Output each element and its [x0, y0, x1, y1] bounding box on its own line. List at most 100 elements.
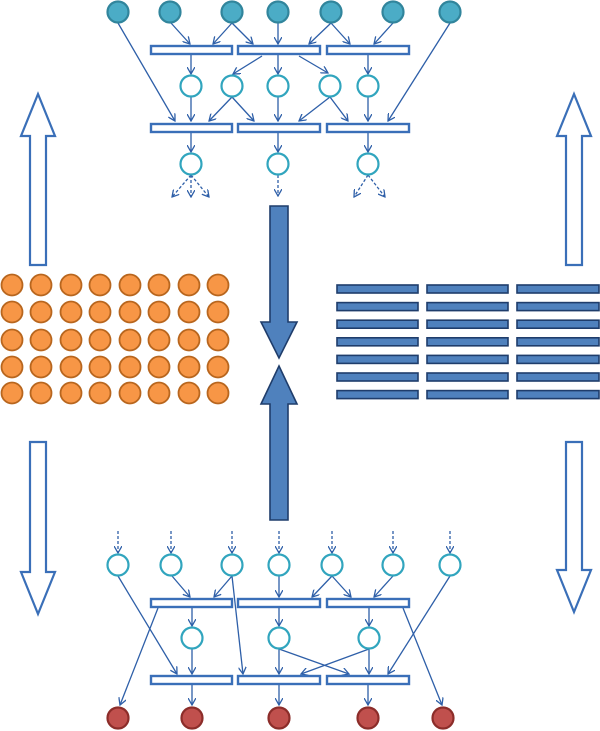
- edge: [402, 607, 442, 705]
- grid-node: [177, 300, 201, 324]
- block-bar: [516, 301, 600, 312]
- output-node: [179, 152, 203, 176]
- edge: [278, 648, 349, 674]
- output-node: [356, 706, 380, 730]
- aggregation-bar: [149, 674, 234, 686]
- grid-node: [29, 381, 53, 405]
- block-bar: [336, 389, 419, 400]
- grid-node: [29, 300, 53, 324]
- edge: [213, 22, 233, 44]
- hidden-node: [180, 626, 204, 650]
- hidden-node: [267, 626, 291, 650]
- grid-node: [206, 273, 230, 297]
- edge: [171, 575, 190, 597]
- hidden-node: [266, 74, 290, 98]
- hidden-node: [220, 553, 244, 577]
- edge: [330, 22, 350, 44]
- grid-node: [118, 300, 142, 324]
- aggregation-bar: [325, 122, 411, 134]
- block-bar: [516, 372, 600, 382]
- grid-node: [29, 273, 53, 297]
- grid-node: [88, 300, 112, 324]
- edge: [231, 22, 253, 44]
- center-down-arrow: [259, 205, 299, 360]
- block-bar: [336, 319, 419, 330]
- edge: [388, 22, 451, 121]
- aggregation-bar: [236, 122, 322, 134]
- edge: [231, 575, 243, 674]
- output-node: [431, 706, 455, 730]
- output-node: [180, 706, 204, 730]
- edge: [374, 22, 394, 44]
- grid-node: [59, 300, 83, 324]
- grid-node: [206, 381, 230, 405]
- grid-node: [0, 273, 24, 297]
- grid-node: [29, 355, 53, 379]
- grid-node: [177, 273, 201, 297]
- grid-node: [0, 381, 24, 405]
- grid-node: [118, 273, 142, 297]
- output-node: [356, 152, 380, 176]
- hidden-node: [318, 74, 342, 98]
- hidden-node: [159, 553, 183, 577]
- block-bar: [516, 284, 600, 294]
- grid-node: [206, 328, 230, 352]
- block-bar: [336, 301, 419, 312]
- edge: [329, 96, 348, 121]
- grid-node: [118, 328, 142, 352]
- edge: [117, 575, 177, 674]
- hidden-node: [381, 553, 405, 577]
- edge: [388, 575, 451, 674]
- grid-node: [88, 273, 112, 297]
- grid-node: [88, 328, 112, 352]
- aggregation-bar: [325, 674, 411, 686]
- edge: [120, 607, 159, 705]
- edge: [214, 575, 233, 597]
- input-node: [266, 0, 290, 24]
- hidden-node: [438, 553, 462, 577]
- edge: [309, 22, 332, 44]
- block-bar: [516, 354, 600, 365]
- block-bar: [516, 319, 600, 330]
- edge: [299, 96, 331, 121]
- dashed-edge: [190, 174, 209, 197]
- input-node: [220, 0, 244, 24]
- aggregation-bar: [149, 597, 234, 609]
- edge: [117, 22, 175, 121]
- block-bar: [426, 372, 509, 382]
- block-bar: [336, 372, 419, 382]
- block-bar: [426, 336, 509, 347]
- up-arrow-left: [19, 91, 57, 267]
- edge: [233, 55, 263, 74]
- dashed-edge: [354, 174, 369, 197]
- edge: [231, 96, 254, 121]
- center-up-arrow: [259, 364, 299, 521]
- down-arrow-right: [555, 440, 593, 615]
- grid-node: [0, 355, 24, 379]
- block-bar: [336, 354, 419, 365]
- dashed-edge: [172, 174, 192, 197]
- edge: [170, 22, 190, 44]
- aggregation-bar: [325, 44, 411, 56]
- aggregation-bar: [236, 674, 322, 686]
- block-bar: [426, 284, 509, 294]
- grid-node: [147, 273, 171, 297]
- hidden-node: [320, 553, 344, 577]
- grid-node: [147, 381, 171, 405]
- aggregation-bar: [236, 44, 322, 56]
- grid-node: [0, 328, 24, 352]
- edge: [312, 575, 333, 597]
- grid-node: [29, 328, 53, 352]
- block-bar: [516, 336, 600, 347]
- grid-node: [177, 381, 201, 405]
- grid-node: [177, 355, 201, 379]
- grid-node: [147, 355, 171, 379]
- input-node: [438, 0, 462, 24]
- grid-node: [118, 355, 142, 379]
- edge: [301, 648, 370, 674]
- hidden-node: [356, 74, 380, 98]
- grid-node: [59, 355, 83, 379]
- block-bar: [426, 354, 509, 365]
- down-arrow-left: [19, 440, 57, 617]
- aggregation-bar: [325, 597, 411, 609]
